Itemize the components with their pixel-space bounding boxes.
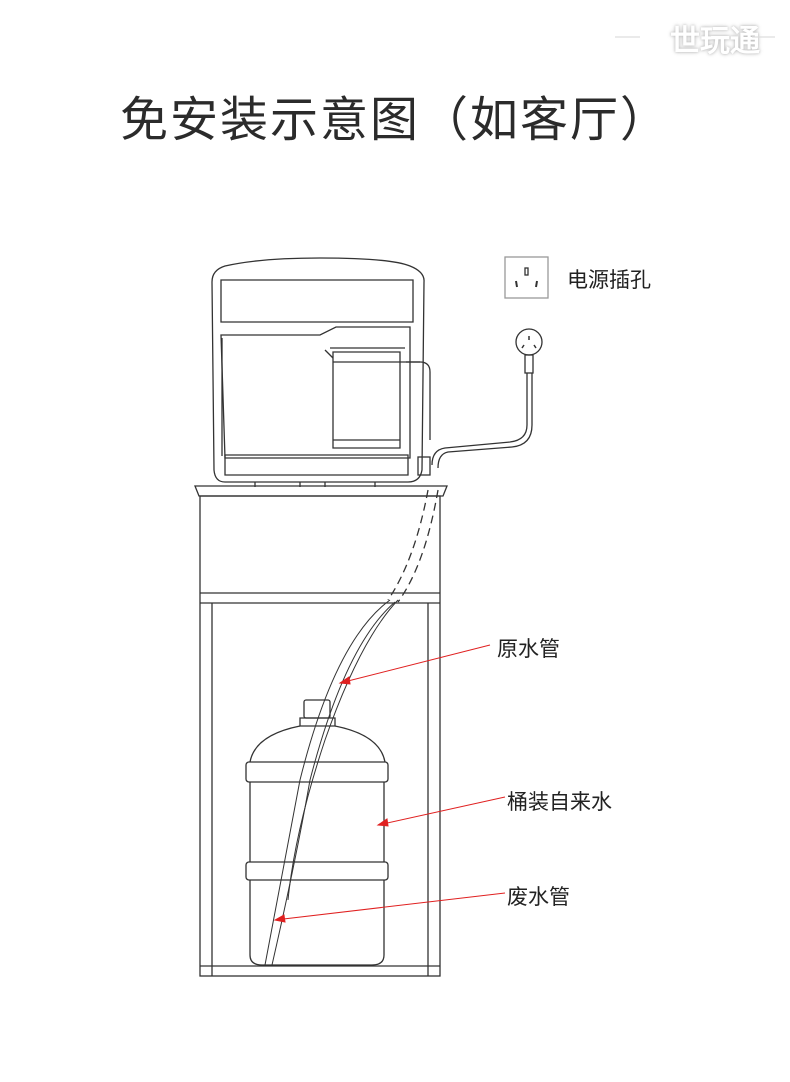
page-title: 免安装示意图（如客厅） [119, 92, 670, 148]
raw-pipe-label: 原水管 [497, 637, 560, 661]
water-purifier [211, 257, 431, 487]
pipe-dashed [387, 489, 439, 603]
waste-pipe-label: 废水管 [507, 885, 570, 909]
callout-arrows [273, 644, 506, 923]
water-bucket [245, 699, 389, 966]
brand-logo: 世玩通 [670, 24, 760, 59]
cabinet [194, 485, 448, 977]
socket-label: 电源插孔 [567, 268, 651, 292]
tubes [264, 599, 399, 966]
socket-icon [504, 256, 549, 299]
bucket-label: 桶装自来水 [507, 790, 612, 814]
plug-icon [431, 328, 543, 469]
